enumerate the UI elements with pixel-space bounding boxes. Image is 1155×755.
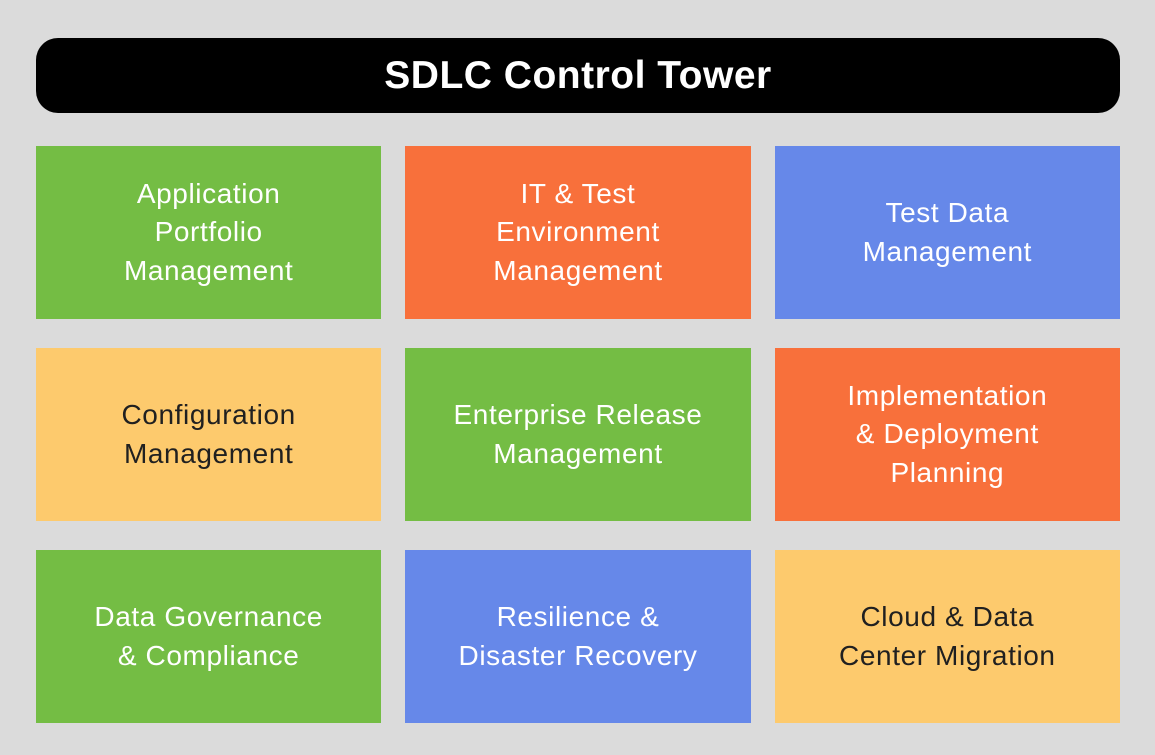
tile-label: Application Portfolio Management [123,177,294,286]
tile-label: Cloud & Data Center Migration [839,600,1056,671]
tile-test-data-management: Test Data Management [774,146,1120,319]
title-bar: SDLC Control Tower [36,38,1120,113]
tile-label: IT & Test Environment Management [493,177,663,286]
tile-it-test-environment-management: IT & Test Environment Management [405,146,751,319]
tile-label: Resilience & Disaster Recovery [458,600,698,671]
tile-data-governance-compliance: Data Governance & Compliance [36,550,382,723]
tile-label: Configuration Management [121,398,296,469]
tile-cloud-data-center-migration: Cloud & Data Center Migration [774,550,1120,723]
tile-implementation-deployment-planning: Implementation & Deployment Planning [774,348,1120,521]
tile-resilience-disaster-recovery: Resilience & Disaster Recovery [405,550,751,723]
tile-grid: Application Portfolio Management IT & Te… [36,146,1120,723]
tile-label: Test Data Management [862,196,1033,267]
tile-label: Data Governance & Compliance [94,600,323,671]
tile-label: Implementation & Deployment Planning [847,379,1048,488]
page-title: SDLC Control Tower [384,53,772,97]
tile-enterprise-release-management: Enterprise Release Management [405,348,751,521]
tile-configuration-management: Configuration Management [36,348,382,521]
tile-application-portfolio-management: Application Portfolio Management [36,146,382,319]
tile-label: Enterprise Release Management [453,398,703,469]
